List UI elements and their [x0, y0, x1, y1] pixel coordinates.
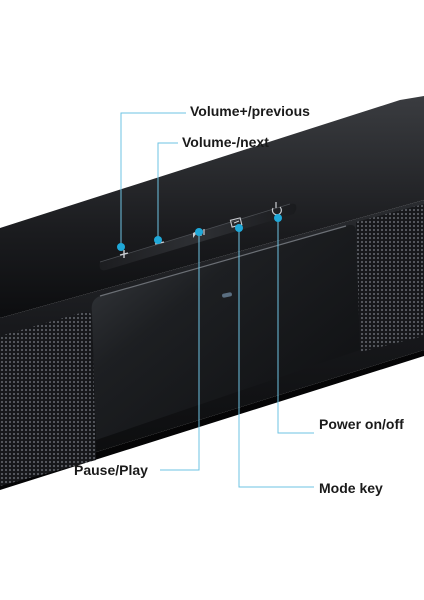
plus-icon — [119, 250, 129, 258]
soundbar-bottom-edge — [0, 350, 424, 490]
leader-volume-up — [120, 112, 186, 244]
leader-power — [277, 218, 314, 434]
leader-volume-down — [157, 142, 178, 240]
volume-down-label: Volume-/next — [182, 134, 269, 150]
dot-pause-play — [195, 228, 203, 236]
mode-key-label: Mode key — [319, 480, 383, 496]
status-indicator — [222, 292, 232, 298]
dot-power — [274, 214, 282, 222]
right-speaker-grille — [356, 204, 424, 352]
left-speaker-grille — [0, 311, 96, 486]
leader-mode — [238, 228, 314, 488]
control-strip — [99, 203, 297, 271]
front-panel — [91, 224, 361, 440]
power-label: Power on/off — [319, 416, 404, 432]
dot-volume-up — [117, 243, 125, 251]
front-panel-highlight — [99, 225, 347, 297]
volume-up-label: Volume+/previous — [190, 103, 310, 119]
leader-pause-play — [160, 232, 200, 471]
dot-mode — [235, 224, 243, 232]
dot-volume-down — [154, 236, 162, 244]
pause-play-label: Pause/Play — [74, 462, 148, 478]
